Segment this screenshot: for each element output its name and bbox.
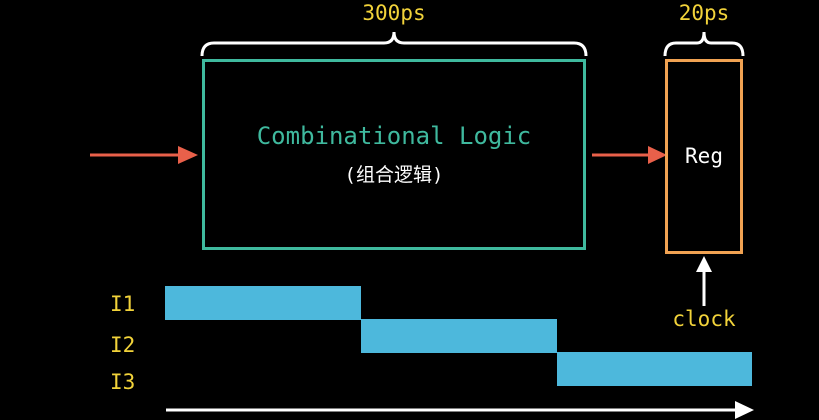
logic-delay-label: 300ps [362,1,426,25]
register-delay-brace [663,31,745,57]
instruction-label-i2: I2 [110,333,136,357]
combinational-logic-title: Combinational Logic [256,122,532,150]
logic-delay-brace [200,31,588,57]
input-arrow [90,146,198,164]
combinational-logic-box [202,59,586,250]
register-label: Reg [685,144,723,168]
clock-arrow [696,256,712,306]
instruction-label-i3: I3 [110,370,136,394]
instruction-label-i1: I1 [110,292,136,316]
instruction-bar-i1 [165,286,361,320]
time-arrow [166,401,754,419]
combinational-logic-subtitle: (组合逻辑) [344,164,444,186]
register-box [665,59,743,254]
instruction-bar-i3 [557,352,752,386]
register-delay-label: 20ps [678,1,730,25]
clock-label: clock [672,307,736,331]
logic-to-register-arrow [592,146,667,164]
instruction-bar-i2 [361,319,557,353]
